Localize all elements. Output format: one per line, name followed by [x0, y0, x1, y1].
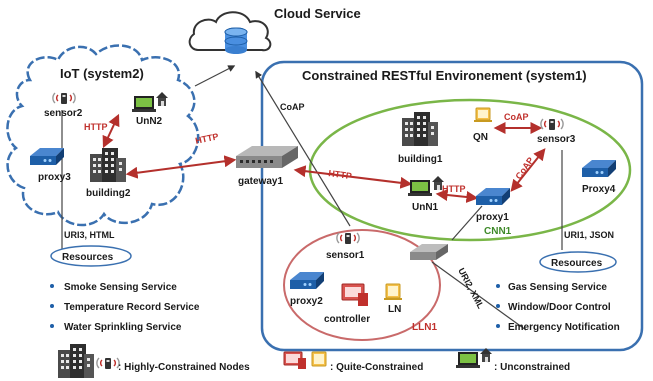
- lln1-label: LLN1: [412, 322, 437, 333]
- lln1-boundary: [283, 229, 441, 341]
- coap-top-label: CoAP: [280, 102, 305, 112]
- legend-controller-icon: [283, 351, 306, 369]
- http-gw-left-label: HTTP: [194, 131, 219, 146]
- resources-left-oval: [50, 245, 132, 267]
- legend-quite-label: : Quite-Constrained: [330, 362, 423, 373]
- cloud-service-icon: [188, 11, 272, 54]
- legend-highly-label: : Highly-Constrained Nodes: [118, 362, 250, 373]
- service-right-item: Window/Door Control: [508, 302, 611, 313]
- sensor2-label: sensor2: [44, 108, 83, 119]
- uri2-xml-label: URI2, XML: [456, 266, 486, 310]
- cloud-service-label: Cloud Service: [274, 6, 361, 21]
- unn2-label: UnN2: [136, 116, 163, 127]
- sensor1-icon: [336, 232, 360, 245]
- qn-label: QN: [473, 132, 488, 143]
- services-left-list: Smoke Sensing Service Temperature Record…: [50, 282, 200, 333]
- http-iot-label: HTTP: [84, 122, 108, 132]
- unn2-icon: [132, 92, 168, 112]
- constrained-env-boundary: [260, 60, 644, 352]
- sensor1-label: sensor1: [326, 250, 365, 261]
- gateway1-label: gateway1: [238, 176, 283, 187]
- proxy2-icon: [290, 272, 324, 289]
- proxy3-icon: [30, 148, 64, 165]
- gateway1-icon: [236, 146, 298, 168]
- legend-sensor-icon: [96, 357, 120, 370]
- building1-icon: [402, 112, 438, 146]
- service-left-item: Temperature Record Service: [64, 302, 200, 313]
- ln-icon: [384, 283, 402, 300]
- proxy1-icon: [476, 188, 510, 205]
- building2-label: building2: [86, 188, 131, 199]
- lln-router-icon: [410, 244, 448, 260]
- http-gw-right-label: HTTP: [328, 168, 353, 181]
- building2-icon: [90, 148, 126, 182]
- service-left-item: Water Sprinkling Service: [64, 322, 182, 333]
- resources-left-label: Resources: [62, 252, 114, 263]
- sensor2-icon: [52, 92, 76, 105]
- resources-right-oval: [539, 251, 617, 273]
- controller-icon: [341, 283, 368, 306]
- resources-right-label: Resources: [551, 258, 603, 269]
- uri1-json-label: URI1, JSON: [564, 230, 614, 240]
- iot-system2-label: IoT (system2): [60, 66, 144, 81]
- cnn1-label: CNN1: [484, 226, 512, 237]
- service-left-item: Smoke Sensing Service: [64, 282, 177, 293]
- legend-uncon-label: : Unconstrained: [494, 362, 570, 373]
- proxy1-label: proxy1: [476, 212, 509, 223]
- proxy4-label: Proxy4: [582, 184, 616, 195]
- uri3-html-label: URI3, HTML: [64, 230, 115, 240]
- unn1-label: UnN1: [412, 202, 439, 213]
- proxy3-label: proxy3: [38, 172, 71, 183]
- ln-label: LN: [388, 304, 401, 315]
- coap-qn-label: CoAP: [504, 112, 529, 122]
- legend-ln-icon: [311, 351, 327, 367]
- proxy2-label: proxy2: [290, 296, 323, 307]
- unn1-icon: [408, 176, 444, 196]
- sensor3-label: sensor3: [537, 134, 576, 145]
- iot-system2-boundary: [6, 44, 200, 227]
- legend: : Highly-Constrained Nodes : Quite-Const…: [58, 344, 570, 378]
- qn-icon: [474, 107, 492, 122]
- legend-building-icon: [58, 344, 94, 378]
- service-right-item: Gas Sensing Service: [508, 282, 607, 293]
- http-unn1-label: HTTP: [442, 184, 466, 194]
- service-right-item: Emergency Notification: [508, 322, 620, 333]
- coap-proxy-label: CoAP: [513, 155, 535, 181]
- building1-label: building1: [398, 154, 443, 165]
- connections: [61, 65, 563, 331]
- constrained-env-label: Constrained RESTful Environement (system…: [302, 68, 587, 83]
- proxy4-icon: [582, 160, 616, 177]
- controller-label: controller: [324, 314, 370, 325]
- services-right-list: Gas Sensing Service Window/Door Control …: [496, 282, 620, 333]
- sensor3-icon: [540, 118, 564, 131]
